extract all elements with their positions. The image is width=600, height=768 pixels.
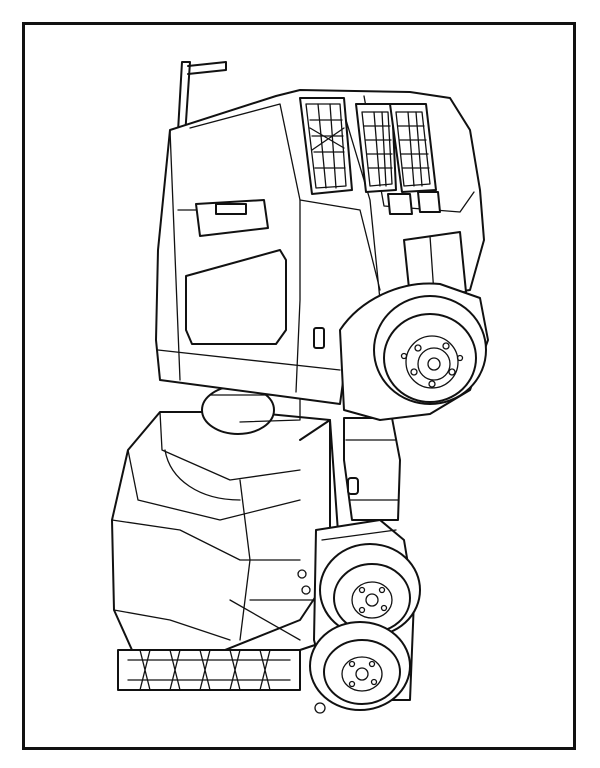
side-mirror <box>177 199 269 237</box>
rear-wheel-2 <box>309 621 411 711</box>
fuel-tank <box>343 417 401 521</box>
fog-lights <box>387 191 441 215</box>
front-grille <box>299 97 353 195</box>
door-handle <box>313 327 325 349</box>
rear-wheel-1 <box>319 543 421 637</box>
chassis-frame <box>117 419 331 691</box>
cab-window <box>185 249 287 345</box>
front-wheel <box>373 295 487 405</box>
headlight-grilles <box>355 103 437 193</box>
frame-bolts <box>297 569 326 714</box>
page-border <box>22 22 576 750</box>
mixer-drum <box>111 411 341 661</box>
drum-cap <box>201 385 301 435</box>
front-bumper <box>403 231 467 299</box>
